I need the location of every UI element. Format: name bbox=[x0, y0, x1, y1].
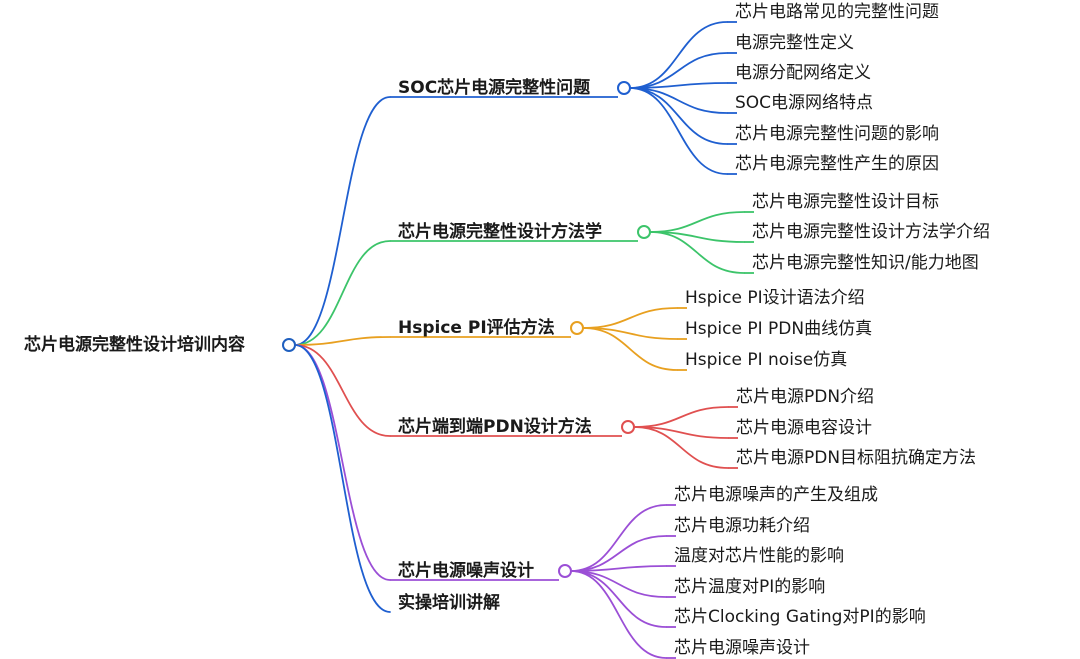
branch-label-1: SOC芯片电源完整性问题 bbox=[398, 77, 591, 98]
branch-label-4: 芯片端到端PDN设计方法 bbox=[398, 416, 592, 437]
edge-root-to-branch-2 bbox=[294, 240, 391, 346]
edge-branch-5-leaf-2 bbox=[570, 535, 667, 572]
leaf-label-3-1: Hspice PI设计语法介绍 bbox=[685, 288, 865, 308]
leaf-label-5-2: 芯片电源功耗介绍 bbox=[674, 516, 810, 536]
branch-node-circle-2[interactable] bbox=[637, 225, 651, 239]
edge-root-to-branch-1 bbox=[294, 96, 391, 346]
edge-branch-1-leaf-4 bbox=[629, 87, 728, 114]
edge-branch-3-leaf-3 bbox=[582, 327, 678, 371]
edge-branch-4-leaf-1 bbox=[633, 406, 729, 428]
branch-node-circle-1[interactable] bbox=[617, 81, 631, 95]
edge-branch-3-leaf-1 bbox=[582, 307, 678, 329]
root-label: 芯片电源完整性设计培训内容 bbox=[24, 334, 245, 355]
leaf-label-1-6: 芯片电源完整性产生的原因 bbox=[735, 154, 939, 174]
leaf-label-3-2: Hspice PI PDN曲线仿真 bbox=[685, 319, 872, 339]
edge-branch-4-leaf-3 bbox=[633, 426, 729, 469]
edge-root-to-branch-4 bbox=[294, 344, 391, 437]
leaf-label-4-1: 芯片电源PDN介绍 bbox=[736, 387, 874, 407]
edge-branch-1-leaf-1 bbox=[629, 21, 728, 89]
edge-branch-3-leaf-2 bbox=[582, 327, 678, 340]
edge-branch-1-leaf-5 bbox=[629, 87, 728, 145]
leaf-label-1-1: 芯片电路常见的完整性问题 bbox=[735, 2, 939, 22]
edge-root-to-branch-3 bbox=[294, 336, 391, 346]
leaf-label-5-3: 温度对芯片性能的影响 bbox=[674, 546, 844, 566]
branch-label-2: 芯片电源完整性设计方法学 bbox=[398, 221, 602, 242]
leaf-label-5-1: 芯片电源噪声的产生及组成 bbox=[674, 485, 878, 505]
mindmap-edges bbox=[294, 21, 754, 659]
leaf-label-1-2: 电源完整性定义 bbox=[735, 33, 854, 53]
branch-label-5: 芯片电源噪声设计 bbox=[398, 560, 534, 581]
leaf-label-4-2: 芯片电源电容设计 bbox=[736, 418, 872, 438]
leaf-label-1-3: 电源分配网络定义 bbox=[735, 63, 871, 83]
leaf-label-3-3: Hspice PI noise仿真 bbox=[685, 350, 847, 370]
edge-branch-5-leaf-6 bbox=[570, 570, 667, 659]
edge-branch-1-leaf-6 bbox=[629, 87, 728, 175]
edge-branch-2-leaf-2 bbox=[649, 231, 745, 243]
edge-branch-2-leaf-3 bbox=[649, 231, 745, 274]
edge-branch-2-leaf-1 bbox=[649, 211, 745, 233]
leaf-label-2-3: 芯片电源完整性知识/能力地图 bbox=[752, 253, 979, 273]
leaf-label-4-3: 芯片电源PDN目标阻抗确定方法 bbox=[736, 448, 976, 468]
edge-root-to-branch-5 bbox=[294, 344, 391, 581]
root-node-circle[interactable] bbox=[282, 338, 296, 352]
edge-root-to-branch-6 bbox=[294, 344, 391, 613]
leaf-label-5-6: 芯片电源噪声设计 bbox=[674, 638, 810, 658]
edge-branch-5-leaf-1 bbox=[570, 504, 667, 572]
edge-branch-5-leaf-5 bbox=[570, 570, 667, 628]
branch-node-circle-5[interactable] bbox=[558, 564, 572, 578]
branch-label-6: 实操培训讲解 bbox=[398, 592, 500, 613]
leaf-label-1-5: 芯片电源完整性问题的影响 bbox=[735, 124, 939, 144]
branch-label-3: Hspice PI评估方法 bbox=[398, 317, 555, 338]
mindmap-nodes: 芯片电源完整性设计培训内容 SOC芯片电源完整性问题 芯片电路常见的完整性问题电源完… bbox=[24, 2, 990, 658]
leaf-label-1-4: SOC电源网络特点 bbox=[735, 93, 873, 113]
branch-node-circle-4[interactable] bbox=[621, 420, 635, 434]
edge-branch-1-leaf-2 bbox=[629, 52, 728, 89]
leaf-label-2-2: 芯片电源完整性设计方法学介绍 bbox=[752, 222, 990, 242]
leaf-label-5-4: 芯片温度对PI的影响 bbox=[674, 577, 825, 597]
leaf-label-5-5: 芯片Clocking Gating对PI的影响 bbox=[674, 607, 926, 627]
edge-branch-1-leaf-3 bbox=[629, 82, 728, 89]
branch-node-circle-3[interactable] bbox=[570, 321, 584, 335]
leaf-label-2-1: 芯片电源完整性设计目标 bbox=[752, 192, 939, 212]
